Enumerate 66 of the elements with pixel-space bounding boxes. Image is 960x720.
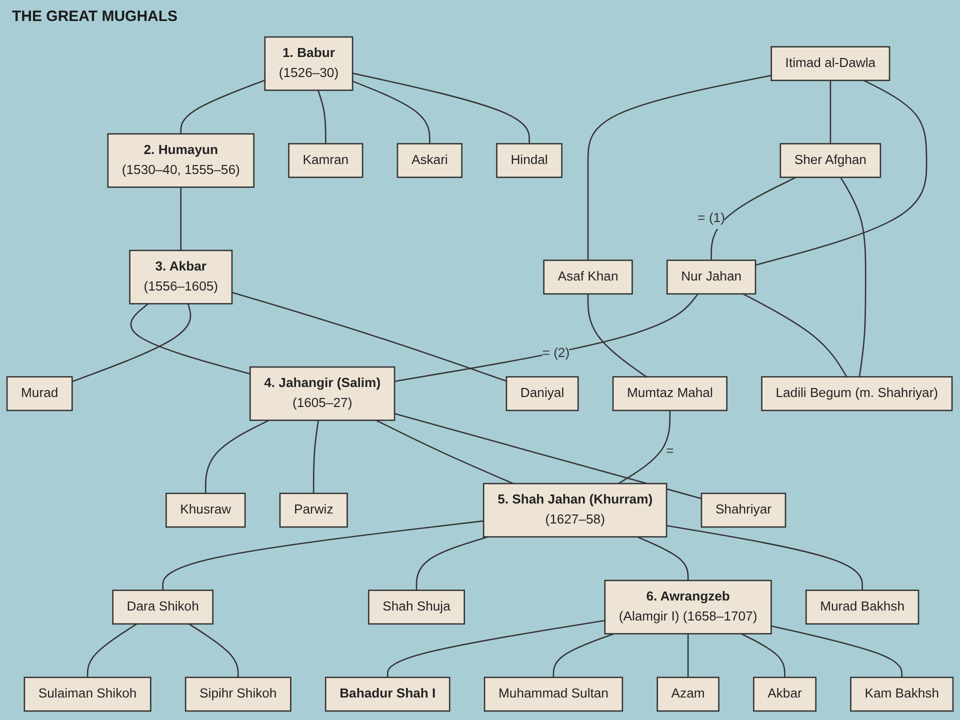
connector bbox=[636, 536, 689, 580]
diagram-title: THE GREAT MUGHALS bbox=[12, 8, 178, 25]
connector bbox=[742, 293, 848, 378]
connector bbox=[771, 625, 902, 678]
node-box: Akbar bbox=[753, 676, 816, 712]
edge-label: = (2) bbox=[542, 346, 570, 361]
connector bbox=[840, 177, 866, 377]
connector bbox=[180, 80, 266, 134]
connector bbox=[587, 294, 647, 378]
connector bbox=[386, 620, 606, 678]
node-box: Askari bbox=[396, 143, 462, 178]
node-box: Murad Bakhsh bbox=[805, 590, 920, 625]
connector bbox=[552, 633, 614, 678]
node-box: Khusraw bbox=[166, 492, 246, 528]
connector bbox=[687, 634, 689, 678]
node-box: Parwiz bbox=[279, 492, 348, 528]
node-box: 5. Shah Jahan (Khurram) (1627–58) bbox=[482, 482, 668, 538]
connector bbox=[352, 72, 530, 144]
connector bbox=[180, 187, 182, 250]
connector bbox=[710, 176, 796, 260]
connector bbox=[394, 413, 702, 500]
connector bbox=[86, 623, 138, 678]
connector bbox=[666, 524, 863, 590]
node-box: Sulaiman Shikoh bbox=[24, 676, 152, 712]
node-box: Kam Bakhsh bbox=[850, 676, 954, 712]
node-box: Dara Shikoh bbox=[112, 590, 214, 625]
connector bbox=[830, 80, 832, 144]
node-box: Murad bbox=[6, 376, 73, 412]
node-box: Azam bbox=[656, 676, 720, 712]
node-box: Muhammad Sultan bbox=[484, 676, 624, 712]
node-box: 2. Humayun (1530–40, 1555–56) bbox=[107, 133, 254, 188]
node-box: Hindal bbox=[496, 143, 562, 178]
edge-label: = (1) bbox=[698, 210, 725, 226]
node-box: Kamran bbox=[288, 143, 364, 178]
node-box: 3. Akbar (1556–1605) bbox=[129, 250, 233, 304]
node-box: Asaf Khan bbox=[543, 260, 633, 295]
edge-label: = bbox=[666, 444, 674, 459]
connector bbox=[232, 292, 507, 382]
node-box: 1. Babur (1526–30) bbox=[264, 36, 354, 91]
connector bbox=[740, 633, 786, 678]
connector bbox=[188, 623, 239, 678]
connector bbox=[204, 420, 270, 494]
connector bbox=[376, 420, 514, 484]
connector bbox=[587, 74, 772, 260]
connector bbox=[72, 304, 192, 382]
node-box: 4. Jahangir (Salim) (1605–27) bbox=[249, 366, 396, 421]
node-box: Nur Jahan bbox=[666, 260, 756, 295]
connector bbox=[317, 90, 326, 144]
node-box: Ladili Begum (m. Shahriyar) bbox=[761, 376, 953, 412]
connector bbox=[162, 520, 484, 590]
node-box: Sipihr Shikoh bbox=[184, 676, 292, 712]
connector bbox=[618, 410, 671, 484]
connector bbox=[130, 303, 250, 375]
connector bbox=[394, 293, 699, 382]
connector bbox=[755, 80, 928, 266]
connector bbox=[312, 420, 319, 494]
node-box: Sher Afghan bbox=[780, 143, 882, 178]
node-box: 6. Awrangzeb (Alamgir I) (1658–1707) bbox=[604, 580, 772, 634]
node-box: Shah Shuja bbox=[368, 590, 465, 625]
node-box: Shahriyar bbox=[700, 492, 786, 528]
node-box: Mumtaz Mahal bbox=[612, 376, 728, 412]
node-box: Itimad al-Dawla bbox=[770, 46, 890, 82]
connector bbox=[352, 80, 430, 144]
connector bbox=[416, 536, 488, 590]
node-box: Daniyal bbox=[506, 376, 579, 412]
node-box: Bahadur Shah I bbox=[324, 676, 450, 712]
